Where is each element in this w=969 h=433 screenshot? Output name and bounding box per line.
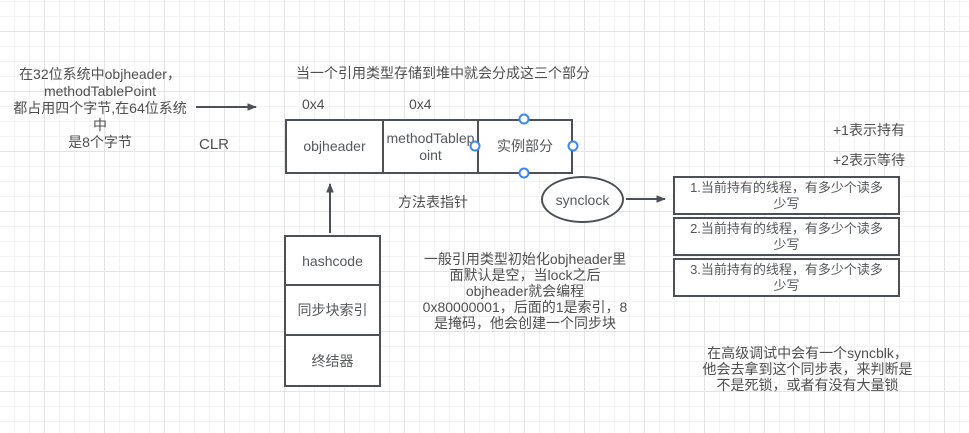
sync-block-table: 1.当前持有的线程，有多少个读多少写 2.当前持有的线程，有多少个读多少写 3.… <box>673 176 900 299</box>
method-table-pointer-label[interactable]: 方法表指针 <box>398 194 468 210</box>
sync-row-2[interactable]: 2.当前持有的线程，有多少个读多少写 <box>673 217 900 256</box>
size-label-objheader[interactable]: 0x4 <box>302 96 325 112</box>
plus2-note[interactable]: +2表示等待 <box>833 152 905 168</box>
connection-point-top[interactable] <box>518 113 530 125</box>
synclock-label: synclock <box>555 191 610 208</box>
heap-object-row: objheader methodTablepoint 实例部分 <box>285 119 573 174</box>
note-syncblk-debug[interactable]: 在高级调试中会有一个syncblk， 他会去拿到这个同步表，来判断是 不是死锁，… <box>702 345 913 393</box>
connection-point-bottom[interactable] <box>518 167 530 179</box>
cell-objheader[interactable]: objheader <box>303 138 366 154</box>
plus1-note[interactable]: +1表示持有 <box>833 122 905 138</box>
cell-instance-part[interactable]: 实例部分 <box>477 121 571 172</box>
note-32bit-objheader[interactable]: 在32位系统中objheader， methodTablePoint 都占用四个… <box>13 66 187 150</box>
synclock-ellipse[interactable]: synclock <box>541 176 624 223</box>
connection-point-left[interactable] <box>469 140 481 152</box>
objheader-stack: hashcode 同步块索引 终结器 <box>284 235 381 387</box>
cell-methodtablepoint[interactable]: methodTablepoint <box>382 121 477 172</box>
connection-point-right[interactable] <box>567 140 579 152</box>
note-objheader-lock[interactable]: 一般引用类型初始化objheader里 面默认是空，当lock之后 objhea… <box>422 251 628 331</box>
cell-finalizer[interactable]: 终结器 <box>286 334 379 385</box>
sync-row-1[interactable]: 1.当前持有的线程，有多少个读多少写 <box>673 176 900 215</box>
note-heap-three-parts[interactable]: 当一个引用类型存储到堆中就会分成这三个部分 <box>296 65 590 81</box>
cell-syncblock-index[interactable]: 同步块索引 <box>286 284 379 334</box>
clr-label[interactable]: CLR <box>199 136 230 153</box>
cell-hashcode[interactable]: hashcode <box>302 252 363 269</box>
size-label-methodtable[interactable]: 0x4 <box>409 96 432 112</box>
sync-row-3[interactable]: 3.当前持有的线程，有多少个读多少写 <box>673 258 900 297</box>
